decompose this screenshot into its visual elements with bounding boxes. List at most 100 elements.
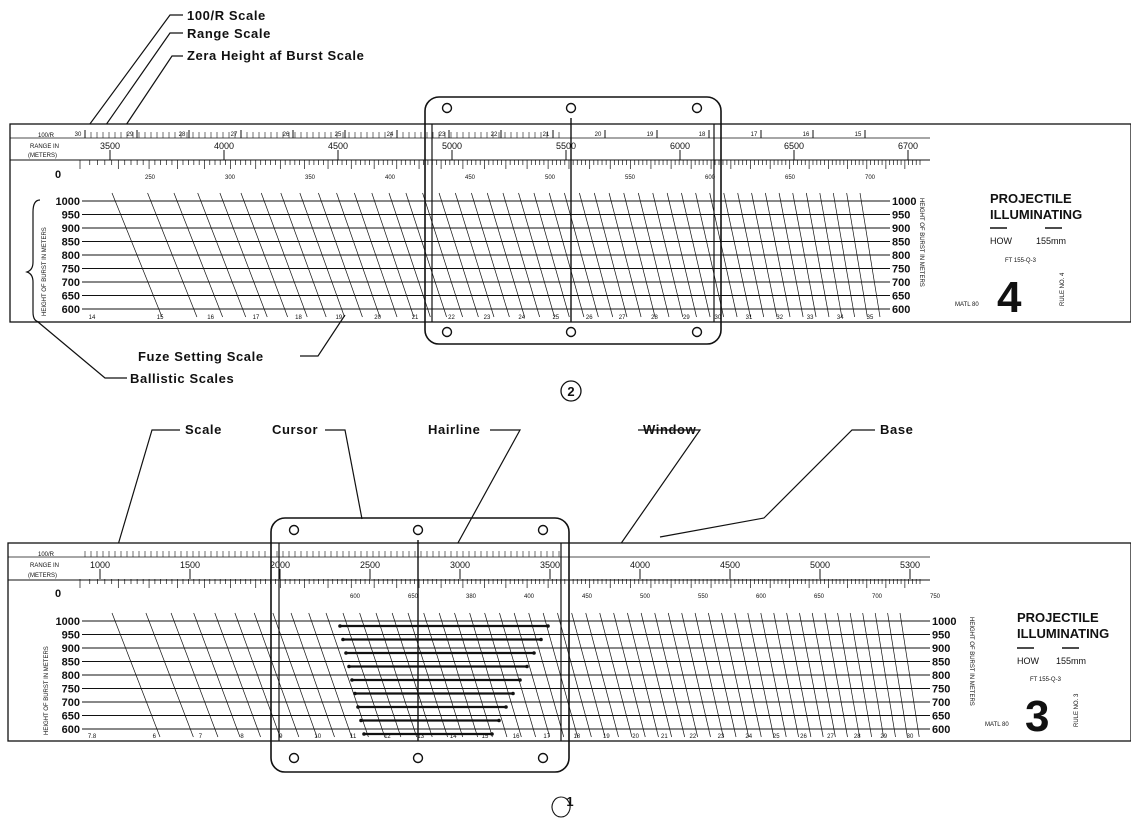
ballistic-line: [608, 192, 642, 318]
ballistic-line: [723, 192, 751, 318]
inv-r-tick-label: 24: [387, 132, 394, 138]
inv-r-tick-label: 21: [543, 132, 550, 138]
screw-icon: [441, 102, 453, 114]
screw-icon: [412, 752, 424, 764]
ballistic-line: [654, 612, 686, 738]
range-tick-label: 5300: [900, 560, 920, 570]
fuze-tick-label: 12: [384, 734, 391, 740]
ballistic-line: [454, 192, 495, 318]
window-bar-dot: [356, 705, 360, 709]
fuze-tick-label: 25: [773, 734, 780, 740]
ballistic-line: [557, 612, 592, 738]
rule-bottom-title: PROJECTILE: [1017, 610, 1099, 625]
ballistic-line: [799, 612, 824, 738]
ballistic-line: [681, 192, 711, 318]
rule-bottom-side-code: RULE NO. 3: [1074, 693, 1080, 727]
window-bar-dot: [341, 637, 345, 642]
ballistic-line: [548, 192, 585, 318]
rule-top-how: HOW: [990, 236, 1013, 246]
quadrant-tick-label: 750: [930, 594, 941, 600]
range-tick-label: 3500: [100, 141, 120, 151]
quadrant-tick-label: 400: [524, 594, 535, 600]
screw-icon: [288, 524, 300, 536]
screw-icon: [288, 752, 300, 764]
hob-label-left: 700: [62, 697, 80, 709]
callout-window: Window: [643, 422, 697, 437]
fuze-tick-label: 34: [837, 315, 844, 321]
fuze-tick-label: 20: [374, 315, 381, 321]
window-bar-dot: [353, 691, 357, 696]
hob-label-left: 850: [62, 237, 80, 249]
inv-r-tick-label: 29: [127, 132, 134, 138]
ballistic-line: [407, 612, 448, 738]
ballistic-line: [354, 192, 398, 318]
hob-label-right: 850: [892, 237, 910, 249]
rule-top-subtitle: ILLUMINATING: [990, 207, 1082, 222]
callout-cursor: Cursor: [272, 422, 318, 437]
ballistic-line: [486, 192, 525, 318]
hob-label-left: 800: [62, 670, 80, 682]
fuze-tick-label: 23: [484, 315, 491, 321]
fuze-tick-label: 16: [513, 734, 520, 740]
ballistic-line: [272, 612, 318, 738]
ballistic-line: [899, 612, 920, 738]
ballistic-line: [484, 612, 522, 738]
ballistic-line: [694, 612, 724, 738]
ballistic-line: [219, 192, 268, 318]
ballistic-line: [623, 192, 656, 318]
window-bar-dot: [539, 637, 543, 642]
range-tick-label: 2500: [360, 560, 380, 570]
fuze-tick-label: 18: [295, 315, 302, 321]
figure-number-circle: [560, 380, 582, 402]
ballistic-line: [375, 612, 418, 738]
ballistic-line: [214, 612, 261, 738]
fuze-tick-label: 20: [632, 734, 639, 740]
ballistic-line: [773, 612, 799, 738]
fuze-tick-label: 9: [279, 734, 283, 740]
window-bar-dot: [490, 732, 494, 736]
hob-label-left: 850: [62, 657, 80, 669]
fuze-tick-label: 13: [417, 734, 424, 740]
ballistic-line: [837, 612, 860, 738]
screw-icon: [691, 326, 703, 338]
range-tick-label: 1500: [180, 560, 200, 570]
rule-top-stock: MATL 80: [955, 302, 979, 308]
callout-scale: Scale: [185, 422, 222, 437]
fuze-tick-label: 7: [199, 734, 203, 740]
ballistic-line: [145, 612, 194, 738]
fuze-tick-label: 35: [867, 315, 874, 321]
fuze-tick-label: 32: [776, 315, 783, 321]
hob-label-right: 850: [932, 657, 950, 669]
callout-100r-scale: 100/R Scale: [187, 8, 266, 23]
ballistic-line: [640, 612, 672, 738]
ballistic-line: [613, 612, 646, 738]
ballistic-line: [811, 612, 836, 738]
rule-bottom-how: HOW: [1017, 656, 1040, 666]
ballistic-line: [290, 612, 335, 738]
ballistic-line: [280, 192, 327, 318]
rule-bottom-ballistic-lines: [111, 612, 920, 738]
fuze-tick-label: 28: [854, 734, 861, 740]
ballistic-line: [193, 612, 241, 738]
range-tick-label: 6500: [784, 141, 804, 151]
window-bar-dot: [359, 718, 363, 723]
range-tick-label: 5000: [810, 560, 830, 570]
rule-bottom-meters-label: (METERS): [28, 573, 57, 579]
hob-label-left: 700: [62, 277, 80, 289]
ballistic-line: [760, 612, 787, 738]
hob-label-right: 600: [932, 724, 950, 736]
hob-label-left: 900: [62, 223, 80, 235]
ballistic-line: [438, 612, 478, 738]
fuze-tick-label: 15: [157, 315, 164, 321]
window-bar-dot: [344, 651, 348, 655]
ballistic-line: [299, 192, 345, 318]
screw-icon: [412, 524, 424, 536]
fuze-tick-label: 7.8: [88, 734, 97, 740]
hob-label-right: 950: [932, 630, 950, 642]
ballistic-line: [240, 192, 288, 318]
quadrant-tick-label: 700: [865, 175, 876, 181]
hob-label-right: 800: [932, 670, 950, 682]
